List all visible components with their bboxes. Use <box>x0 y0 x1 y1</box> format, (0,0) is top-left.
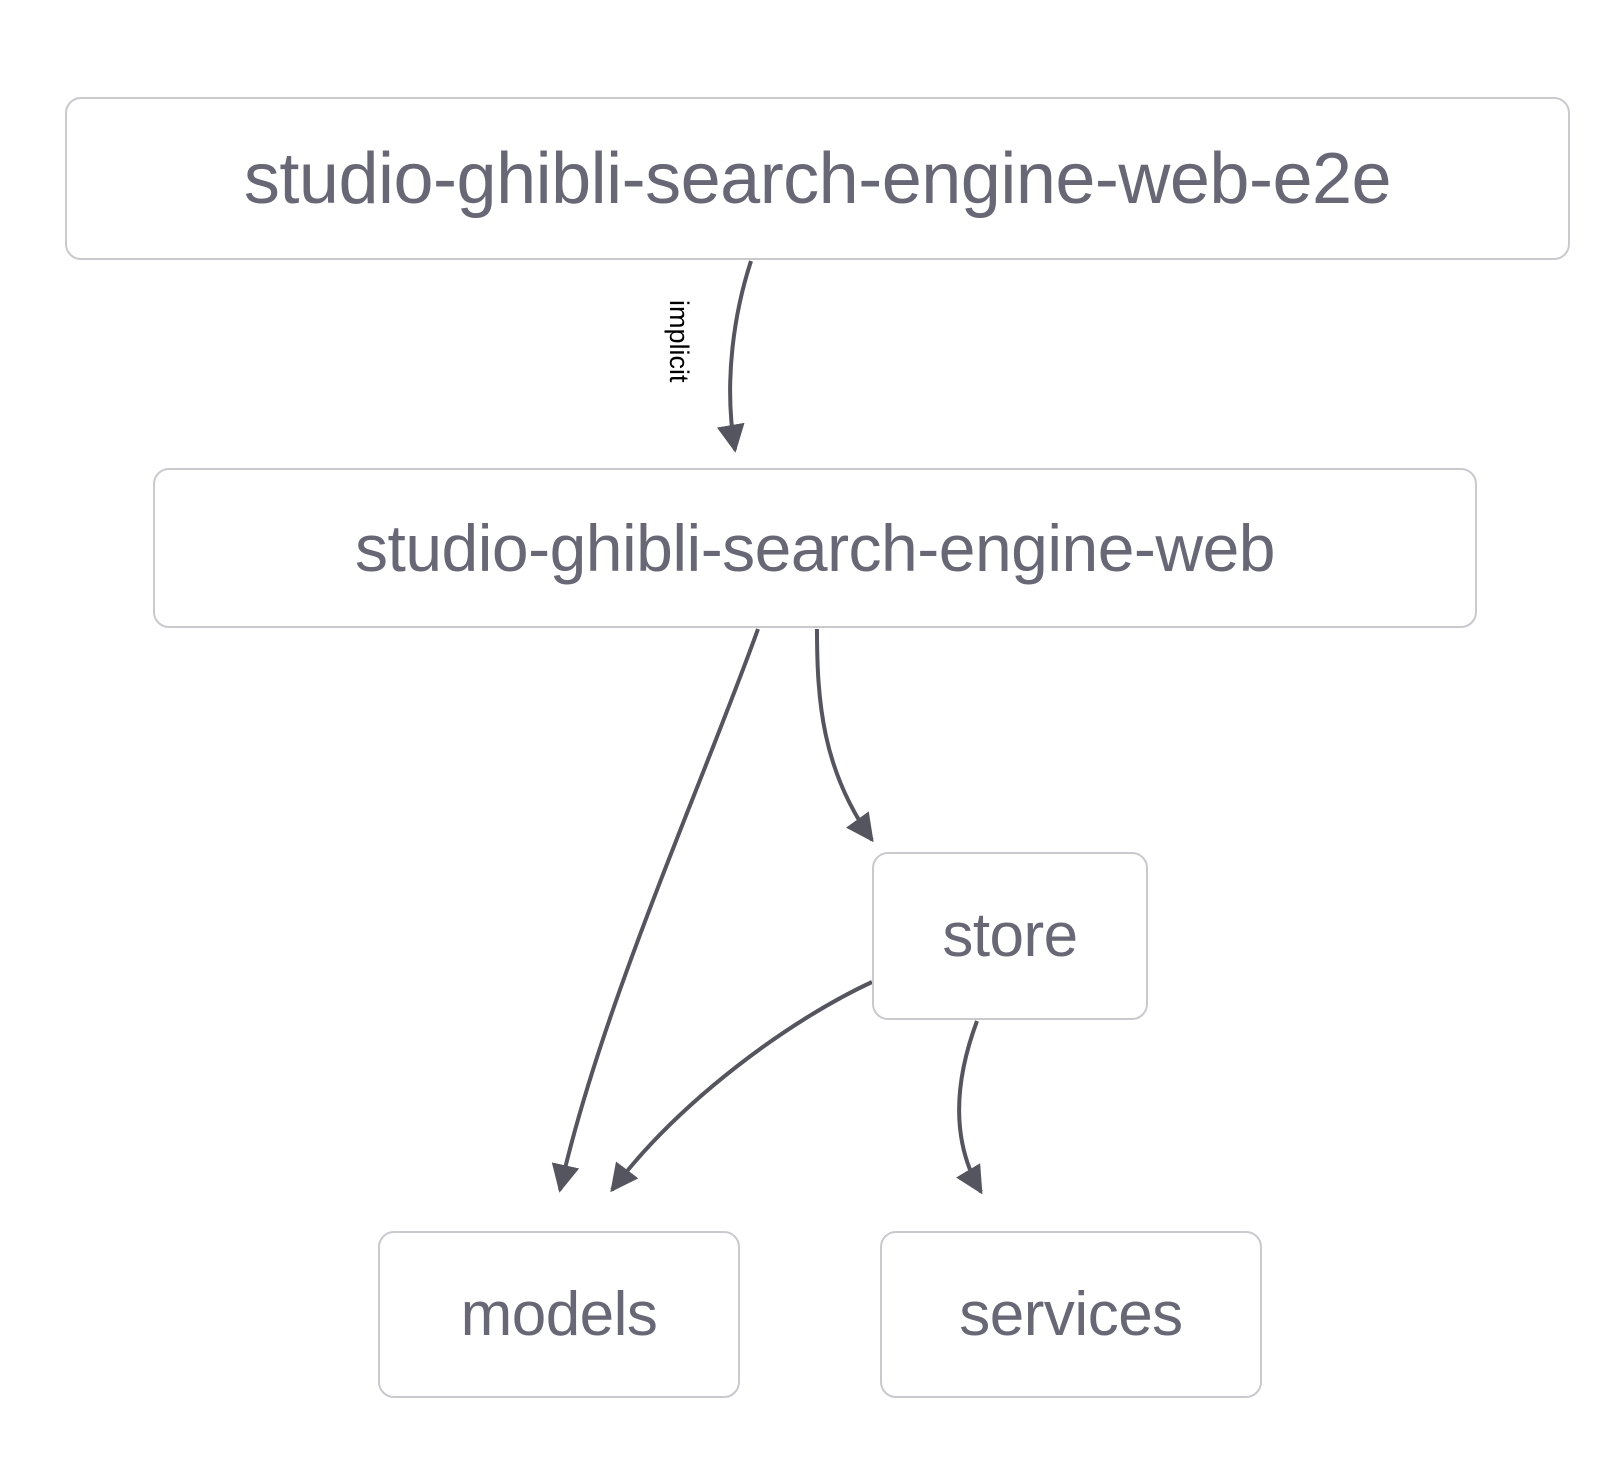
node-label: studio-ghibli-search-engine-web-e2e <box>243 138 1392 219</box>
edge-web-to-models <box>551 628 760 1193</box>
node-label: models <box>460 1279 658 1349</box>
edge-store-to-models <box>610 980 873 1193</box>
node-label: studio-ghibli-search-engine-web <box>354 511 1276 585</box>
graph-node-studio-ghibli-search-engine-web-e2e[interactable]: studio-ghibli-search-engine-web-e2e <box>65 97 1570 260</box>
node-label: services <box>959 1279 1183 1349</box>
node-label: store <box>942 901 1078 970</box>
edge-store-to-services <box>956 1020 983 1195</box>
edge-web-to-store <box>815 628 874 843</box>
graph-node-models[interactable]: models <box>378 1231 740 1398</box>
edge-e2e-to-web <box>716 260 753 453</box>
graph-node-studio-ghibli-search-engine-web[interactable]: studio-ghibli-search-engine-web <box>153 468 1477 628</box>
edge-label-implicit: implicit <box>664 300 694 383</box>
graph-node-services[interactable]: services <box>880 1231 1262 1398</box>
graph-node-store[interactable]: store <box>872 852 1148 1020</box>
